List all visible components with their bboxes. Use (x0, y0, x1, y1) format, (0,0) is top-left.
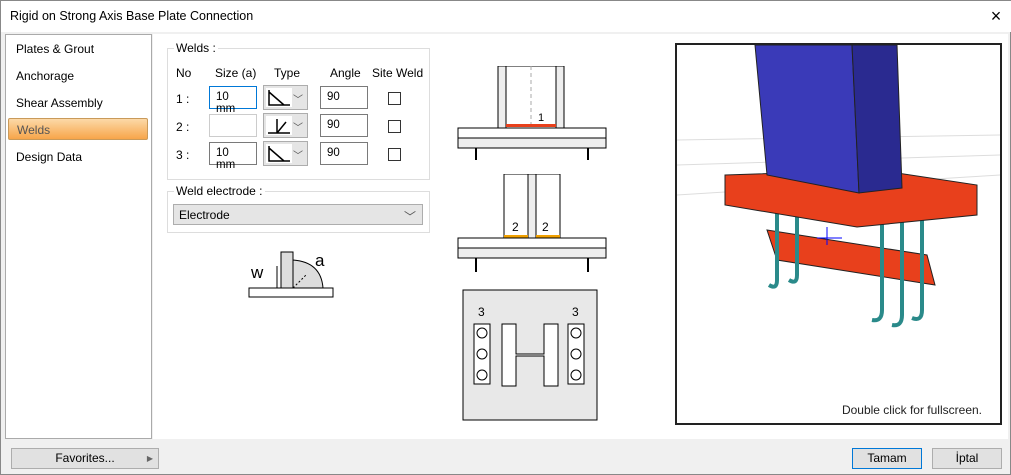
chevron-down-icon: ﹀ (293, 151, 303, 162)
row-3-site-weld-checkbox[interactable] (388, 148, 401, 161)
3d-view[interactable]: Double click for fullscreen. (675, 43, 1002, 425)
header-site-weld: Site Weld (372, 66, 424, 80)
fillet-weld-icon (266, 88, 292, 107)
elevation-diagram-1: 1 (457, 66, 607, 160)
row-2-size-input[interactable] (209, 114, 257, 137)
fillet-weld-icon (266, 144, 292, 163)
chevron-down-icon: ﹀ (403, 210, 416, 224)
electrode-group-label: Weld electrode : (174, 184, 265, 198)
header-angle: Angle (330, 66, 361, 80)
chevron-down-icon: ﹀ (293, 123, 303, 134)
header-no: No (176, 66, 192, 80)
row-1-site-weld-checkbox[interactable] (388, 92, 401, 105)
title-bar: Rigid on Strong Axis Base Plate Connecti… (1, 1, 1011, 32)
close-icon[interactable]: × (990, 6, 1002, 26)
favorites-label: Favorites... (55, 451, 115, 465)
sidebar-item-anchorage[interactable]: Anchorage (16, 69, 75, 83)
row-1-angle-input[interactable]: 90 (320, 86, 368, 109)
row-2-site-weld-checkbox[interactable] (388, 120, 401, 133)
row-3-angle-input[interactable]: 90 (320, 142, 368, 165)
3d-model (677, 45, 1000, 328)
row-2-type-select[interactable]: ﹀ (263, 113, 308, 138)
header-type: Type (274, 66, 301, 80)
fullscreen-hint: Double click for fullscreen. (841, 403, 982, 417)
weld-label-3b: 3 (572, 305, 579, 319)
weld-label-2a: 2 (512, 220, 519, 234)
weld-label-3a: 3 (478, 305, 485, 319)
chevron-down-icon: ﹀ (293, 95, 303, 106)
w-label: w (250, 263, 264, 282)
welds-group: Welds : No Size (a) Type Angle Site Weld… (167, 41, 430, 180)
header-size: Size (a) (215, 66, 257, 80)
electrode-select[interactable]: Electrode ﹀ (173, 204, 423, 225)
favorites-button[interactable]: Favorites... ▶ (11, 448, 159, 469)
chevron-right-icon: ▶ (146, 454, 153, 463)
row-3-type-select[interactable]: ﹀ (263, 141, 308, 166)
sidebar: Plates & Grout Anchorage Shear Assembly … (5, 34, 152, 439)
weld-size-diagram: w a (248, 251, 334, 298)
weld-label-2b: 2 (542, 220, 549, 234)
sidebar-item-shear-assembly[interactable]: Shear Assembly (16, 96, 103, 110)
plan-diagram: 3 3 (462, 289, 598, 421)
row-1-no: 1 : (176, 92, 190, 106)
elevation-diagram-2: 2 2 (457, 174, 607, 272)
row-3-no: 3 : (176, 148, 190, 162)
electrode-group: Weld electrode : (167, 184, 430, 233)
weld-label-1: 1 (538, 112, 544, 124)
a-label: a (315, 251, 325, 270)
sidebar-item-welds[interactable]: Welds (8, 118, 148, 140)
sidebar-item-plates-grout[interactable]: Plates & Grout (16, 42, 95, 56)
row-3-size-input[interactable]: 10 mm (209, 142, 257, 171)
row-2-angle-input[interactable]: 90 (320, 114, 368, 137)
bevel-weld-icon (266, 116, 292, 135)
sidebar-item-design-data[interactable]: Design Data (16, 150, 83, 164)
electrode-value: Electrode (179, 208, 230, 222)
row-2-no: 2 : (176, 120, 190, 134)
window-title: Rigid on Strong Axis Base Plate Connecti… (10, 9, 254, 23)
row-1-size-input[interactable]: 10 mm (209, 86, 257, 115)
cancel-button[interactable]: İptal (932, 448, 1002, 469)
welds-group-label: Welds : (174, 41, 218, 55)
row-1-type-select[interactable]: ﹀ (263, 85, 308, 110)
ok-button[interactable]: Tamam (852, 448, 922, 469)
